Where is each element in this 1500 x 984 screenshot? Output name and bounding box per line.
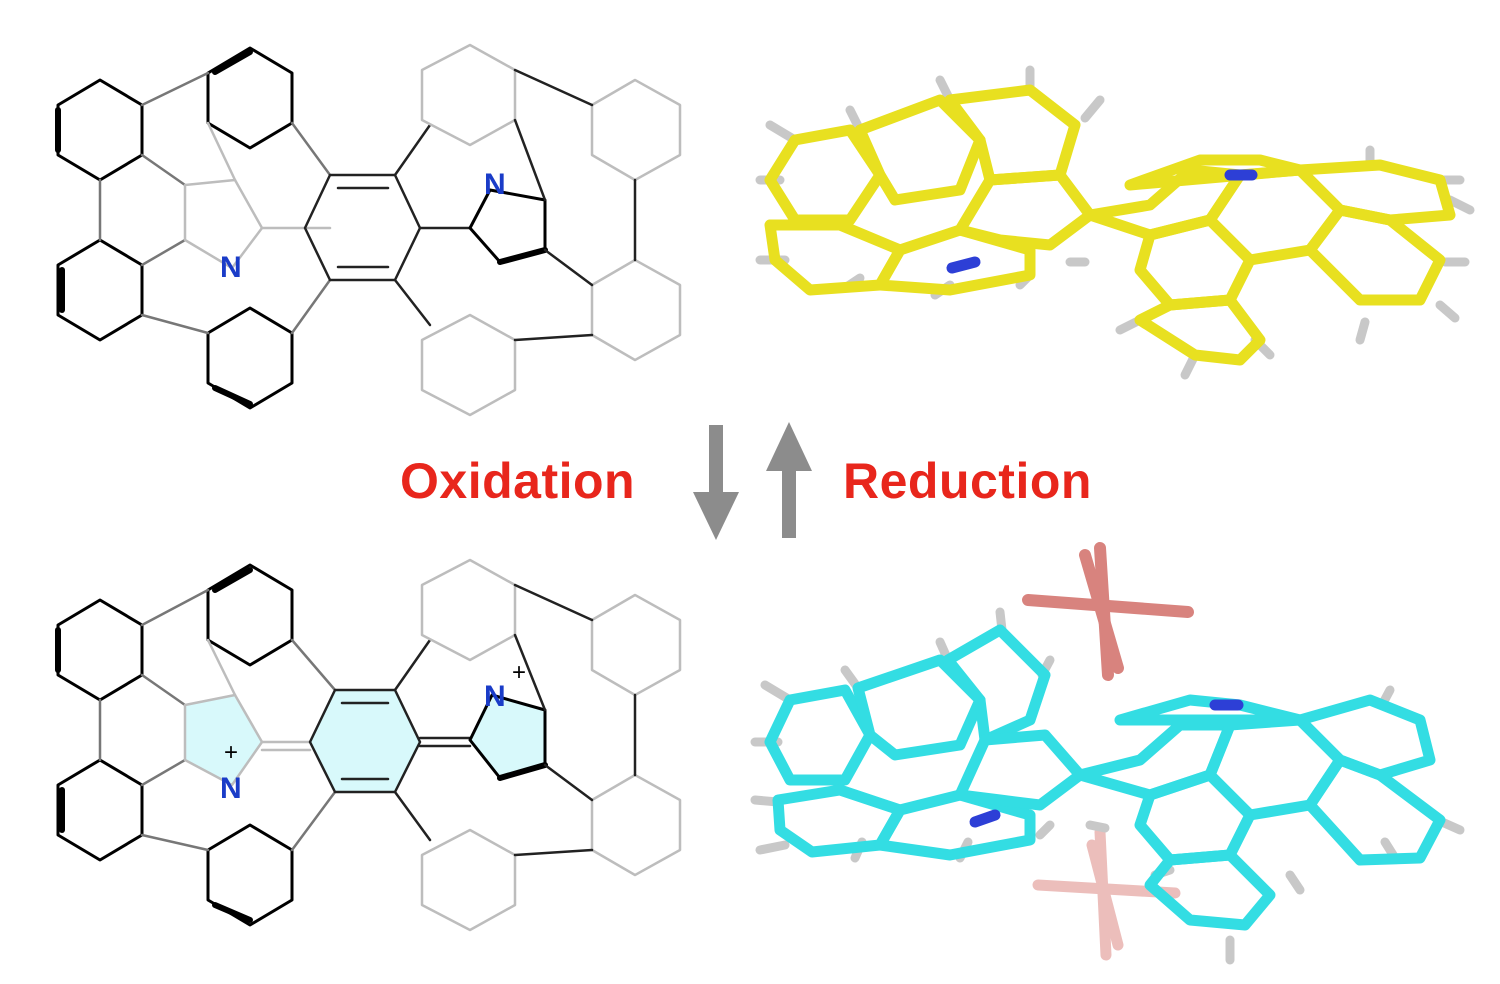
aromatic-highlight (185, 690, 545, 792)
counterion-top (1022, 542, 1194, 681)
neutral-skeletal-structure: N N (55, 43, 682, 417)
charge-plus-right: + (512, 659, 526, 686)
neutral-3d-model (755, 65, 1475, 380)
reduction-arrow-icon (766, 422, 812, 538)
dication-skeletal-structure: N + N + (55, 558, 682, 932)
nitrogen-atom-right: N (484, 680, 506, 713)
oxidation-label: Oxidation (400, 453, 636, 509)
nitrogen-atom-right: N (484, 168, 506, 201)
dication-3d-model (750, 542, 1465, 965)
nitrogen-atom-left: N (220, 251, 242, 284)
nitrogen-atom-left: N (220, 772, 242, 805)
reduction-label: Reduction (843, 453, 1092, 509)
charge-plus-left: + (224, 739, 238, 766)
oxidation-arrow-icon (693, 425, 739, 540)
